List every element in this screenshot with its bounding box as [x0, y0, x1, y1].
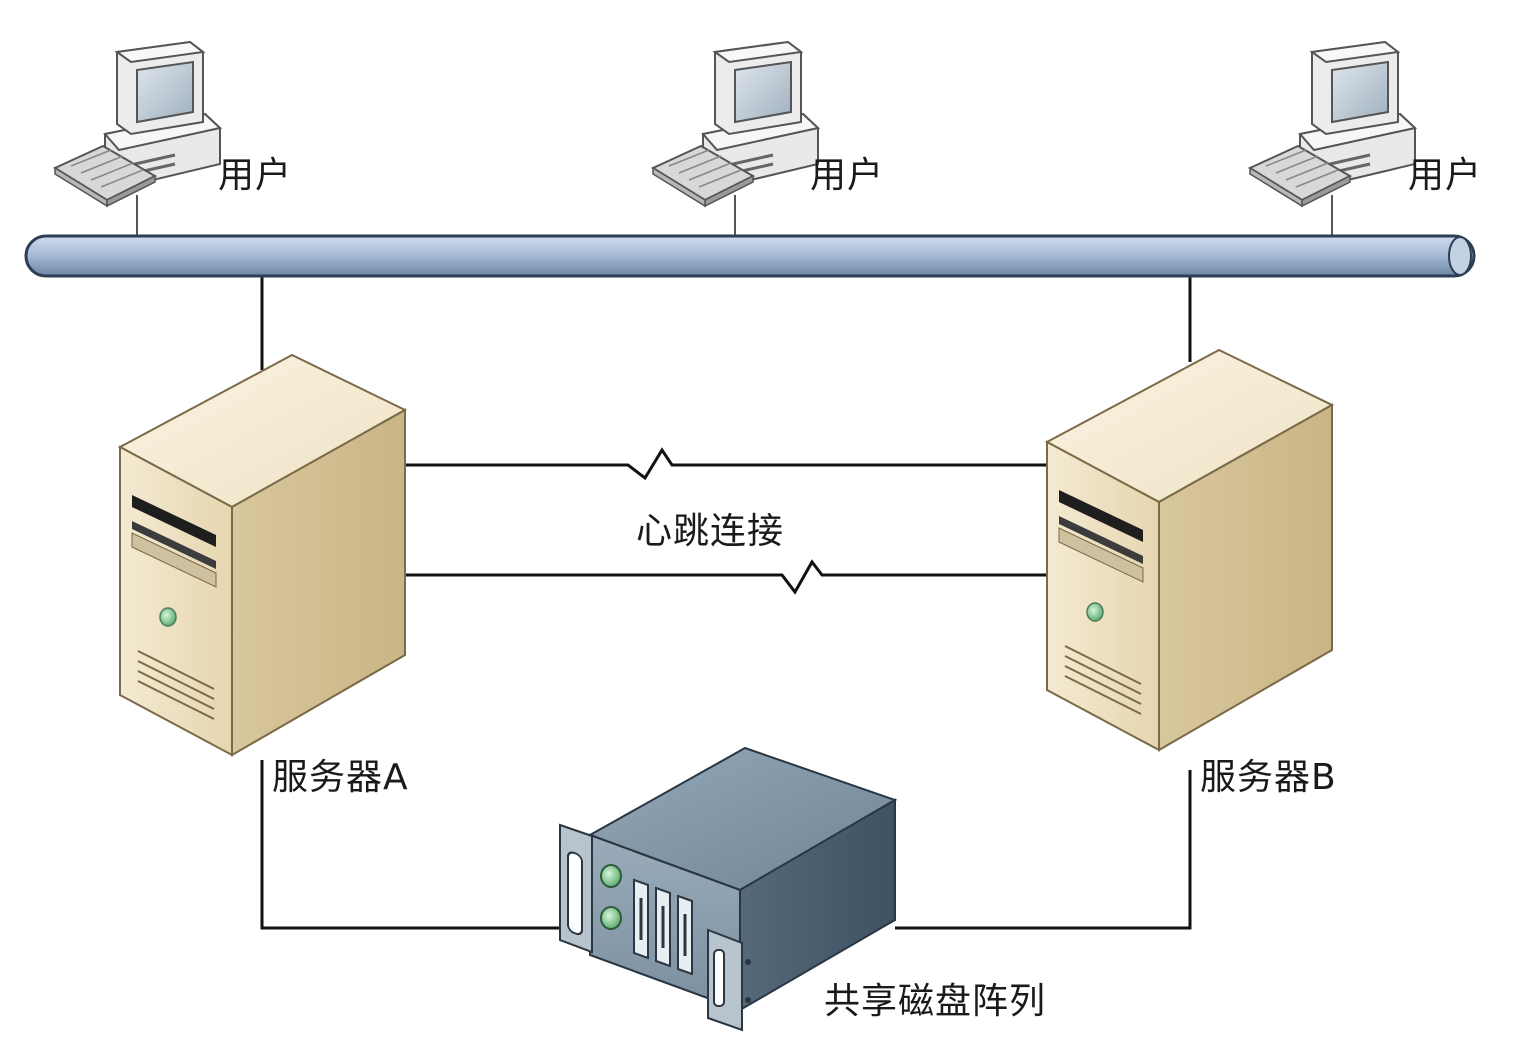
user-drop-lines [136, 195, 1333, 238]
user-workstation-icon [53, 40, 222, 208]
server-b-icon [1046, 349, 1333, 756]
network-bus [24, 234, 1476, 278]
server-b-storage-link [895, 770, 1192, 930]
storage-array-icon [559, 746, 898, 1032]
server-a-label: 服务器A [272, 757, 409, 798]
storage-label: 共享磁盘阵列 [824, 981, 1047, 1022]
server-b-label: 服务器B [1200, 757, 1337, 798]
user-workstation-icon [651, 40, 820, 208]
user-label: 用户 [218, 155, 293, 196]
heartbeat-line-upper [405, 447, 1048, 481]
server-a-icon [119, 354, 406, 761]
heartbeat-label: 心跳连接 [636, 511, 785, 552]
user-label: 用户 [1408, 155, 1483, 196]
user-label: 用户 [810, 155, 885, 196]
server-a-storage-link [260, 760, 565, 930]
user-workstation-icon [1248, 40, 1417, 208]
heartbeat-line-lower [405, 559, 1048, 595]
server-links [260, 275, 1192, 930]
